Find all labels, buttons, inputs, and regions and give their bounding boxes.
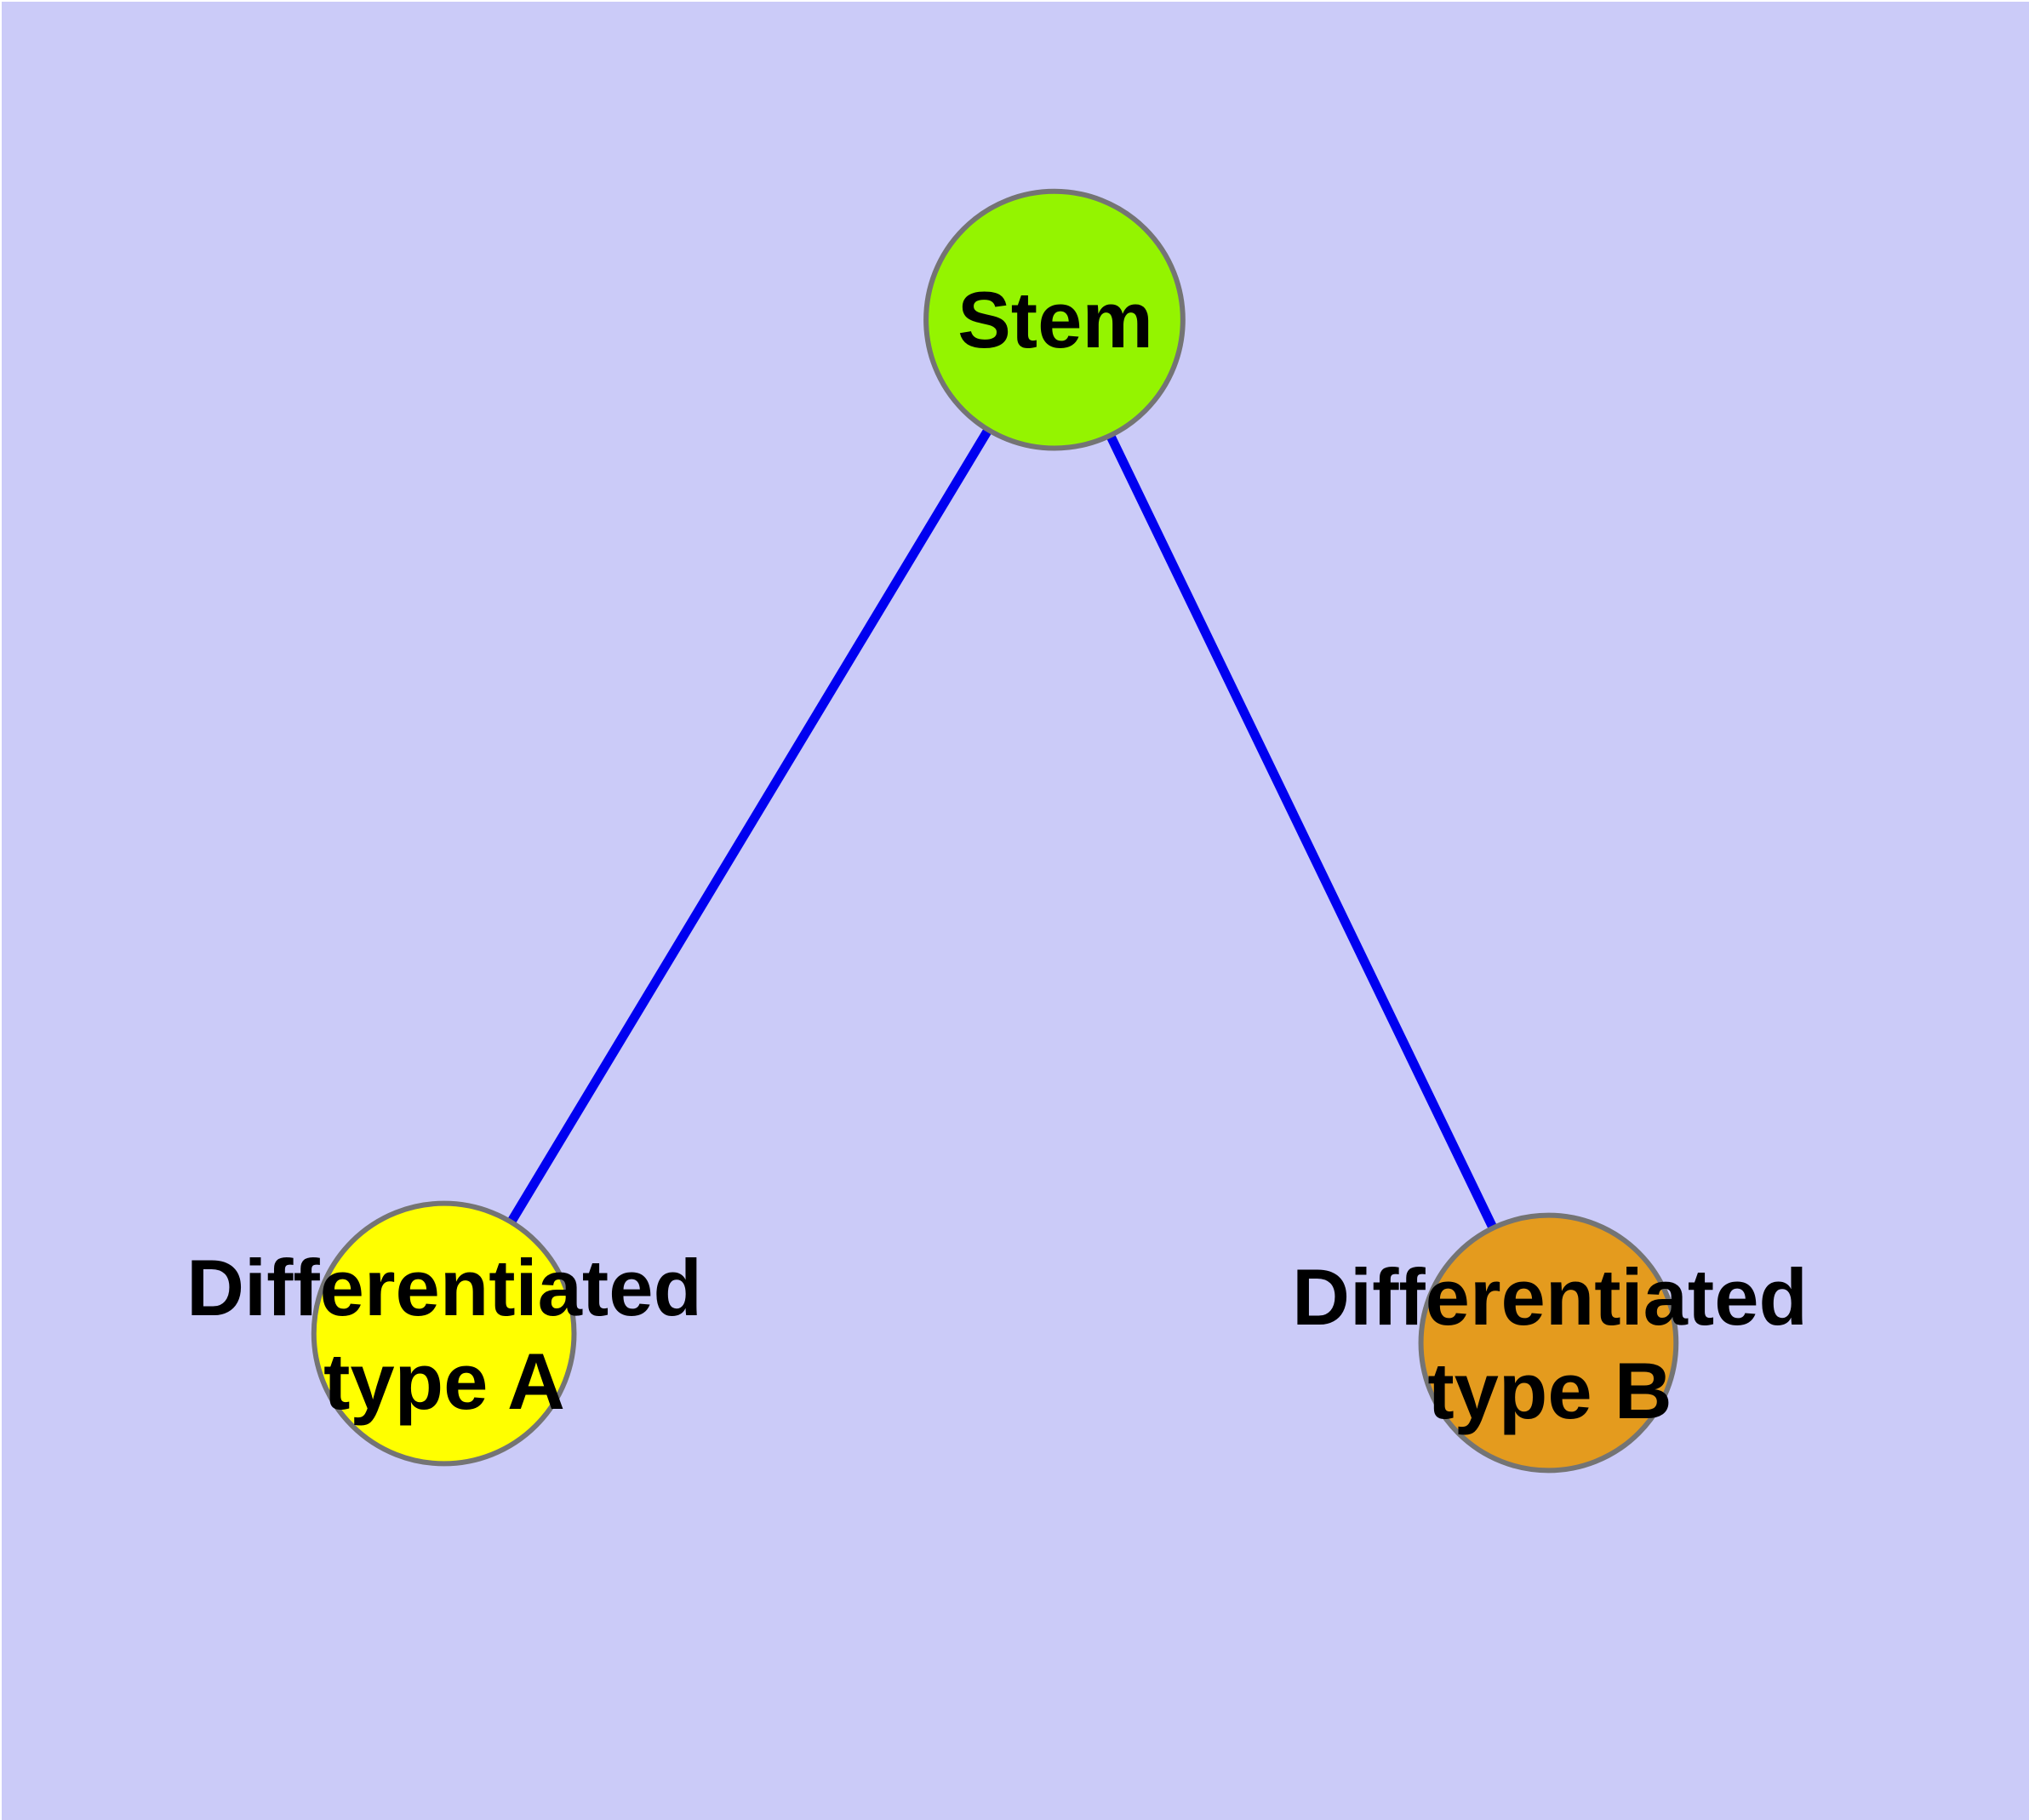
- node-circle-type-a: [311, 1200, 577, 1467]
- node-label-line: Differentiated: [186, 1243, 702, 1332]
- node-circle-type-b: [1418, 1212, 1679, 1474]
- node-label-type-b: Differentiated type B: [1292, 1251, 1808, 1438]
- node-circle-stem: [923, 188, 1186, 451]
- node-label-type-a: Differentiated type A: [186, 1241, 702, 1428]
- node-label-stem: Stem: [957, 273, 1153, 367]
- node-label-line: type A: [323, 1336, 565, 1426]
- edge-stem-type-b: [1050, 318, 1553, 1345]
- node-label-line: Stem: [957, 275, 1153, 364]
- node-label-line: Differentiated: [1292, 1252, 1808, 1342]
- edge-stem-type-a: [439, 317, 1059, 1336]
- node-label-line: type B: [1427, 1346, 1672, 1435]
